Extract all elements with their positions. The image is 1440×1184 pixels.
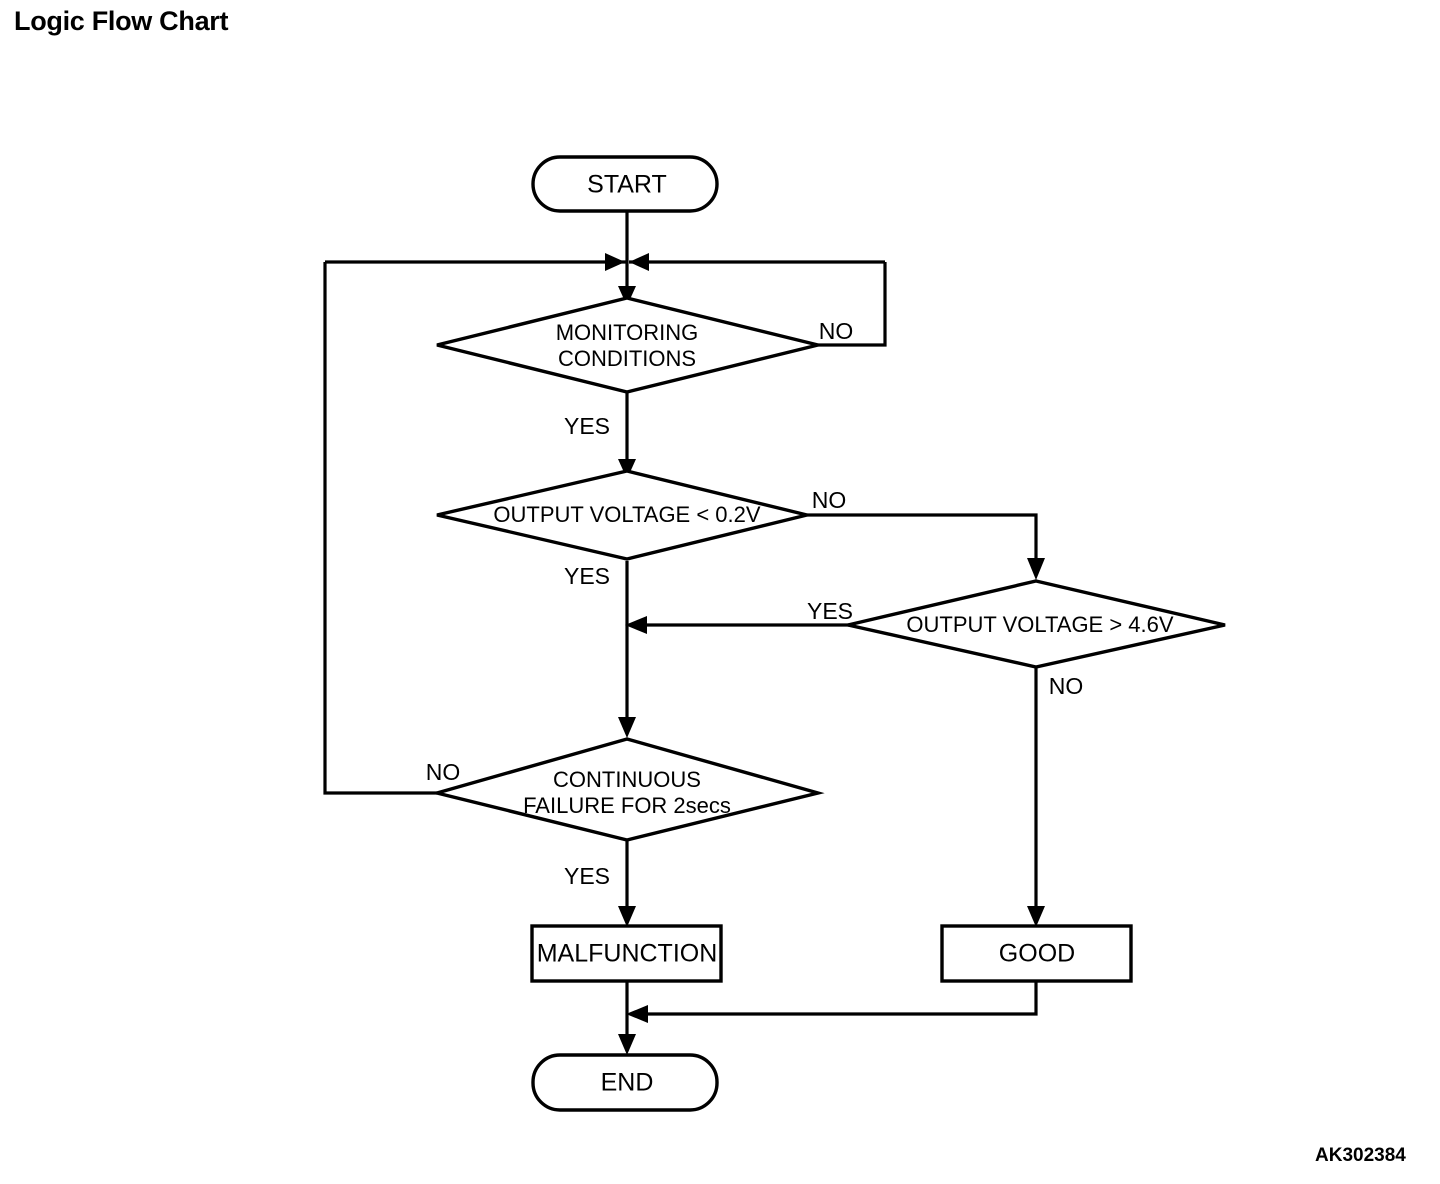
edge-vlow-no	[807, 513, 1038, 567]
arrowhead-into-end	[618, 1034, 636, 1055]
arrowhead-good-join	[626, 1005, 648, 1023]
branch-label-contfail-no: NO	[426, 759, 461, 785]
node-end[interactable]	[531, 1053, 719, 1112]
node-continuous-failure-label-line2: FAILURE FOR 2secs	[523, 793, 731, 818]
arrowhead-right-return-join	[629, 253, 649, 271]
arrowhead-into-malfunction	[618, 906, 636, 927]
arrowhead-into-good	[1027, 906, 1045, 927]
node-continuous-failure-label-line1: CONTINUOUS	[553, 767, 701, 792]
arrowhead-into-vhigh	[1027, 558, 1045, 580]
arrowhead-into-monitoring	[618, 286, 636, 306]
node-malfunction-label: MALFUNCTION	[537, 940, 718, 968]
arrowhead-into-vlow	[618, 459, 636, 479]
node-output-voltage-high-label: OUTPUT VOLTAGE > 4.6V	[906, 612, 1173, 637]
branch-label-vhigh-yes: YES	[807, 598, 853, 624]
node-monitoring-conditions[interactable]	[436, 296, 819, 394]
node-start[interactable]	[531, 155, 719, 213]
branch-label-vhigh-no: NO	[1049, 673, 1084, 699]
node-malfunction[interactable]	[530, 924, 723, 983]
branch-label-contfail-yes: YES	[564, 863, 610, 889]
branch-label-vlow-yes: YES	[564, 563, 610, 589]
arrowhead-left-return-join	[605, 253, 625, 271]
page-title: Logic Flow Chart	[14, 6, 229, 36]
node-good-label: GOOD	[999, 940, 1075, 968]
edge-monitoring-no	[818, 262, 887, 347]
branch-label-monitoring-yes: YES	[564, 413, 610, 439]
node-output-voltage-low-label: OUTPUT VOLTAGE < 0.2V	[493, 502, 760, 527]
node-monitoring-label-line2: CONDITIONS	[558, 346, 696, 371]
node-monitoring-label-line1: MONITORING	[556, 320, 699, 345]
arrowhead-into-contfail	[618, 717, 636, 738]
node-start-label: START	[587, 171, 667, 199]
node-good[interactable]	[940, 924, 1133, 983]
branch-label-monitoring-no: NO	[819, 318, 854, 344]
figure-code: AK302384	[1315, 1145, 1406, 1166]
node-end-label: END	[601, 1069, 654, 1097]
node-continuous-failure[interactable]	[430, 737, 825, 842]
node-output-voltage-low[interactable]	[436, 469, 808, 561]
branch-label-vlow-no: NO	[812, 487, 847, 513]
edge-contfail-no	[323, 262, 437, 795]
node-output-voltage-high[interactable]	[847, 579, 1226, 669]
edge-good-to-end	[638, 981, 1038, 1016]
arrowhead-vhigh-yes-join	[625, 616, 647, 634]
